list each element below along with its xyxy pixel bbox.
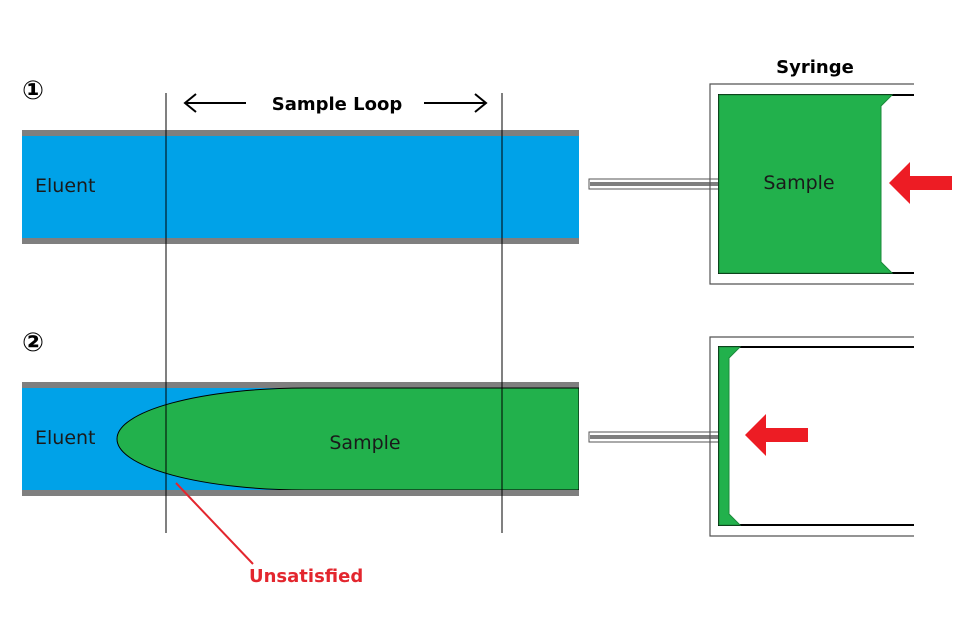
sample-label-2: Sample [329, 432, 400, 454]
eluent-label-1: Eluent [35, 175, 96, 197]
needle-panel-2 [588, 431, 720, 443]
syringe-panel-1 [709, 83, 914, 285]
step-number-1: ① [22, 76, 44, 106]
syringe-panel-2 [709, 336, 914, 537]
annotation-pointer [175, 482, 254, 565]
unsatisfied-label: Unsatisfied [249, 566, 363, 587]
double-arrow-icon [183, 93, 488, 113]
sample-loop-label: Sample Loop [272, 94, 403, 115]
tube-panel-2 [22, 382, 579, 496]
syringe-title: Syringe [776, 57, 854, 78]
step-number-2: ② [22, 328, 44, 358]
red-arrow-left-icon [889, 162, 952, 204]
red-arrow-left-icon [745, 414, 808, 456]
tube-panel-1 [22, 130, 579, 244]
needle-panel-1 [588, 178, 720, 190]
eluent-label-2: Eluent [35, 427, 96, 449]
syringe-sample-label: Sample [763, 172, 834, 194]
